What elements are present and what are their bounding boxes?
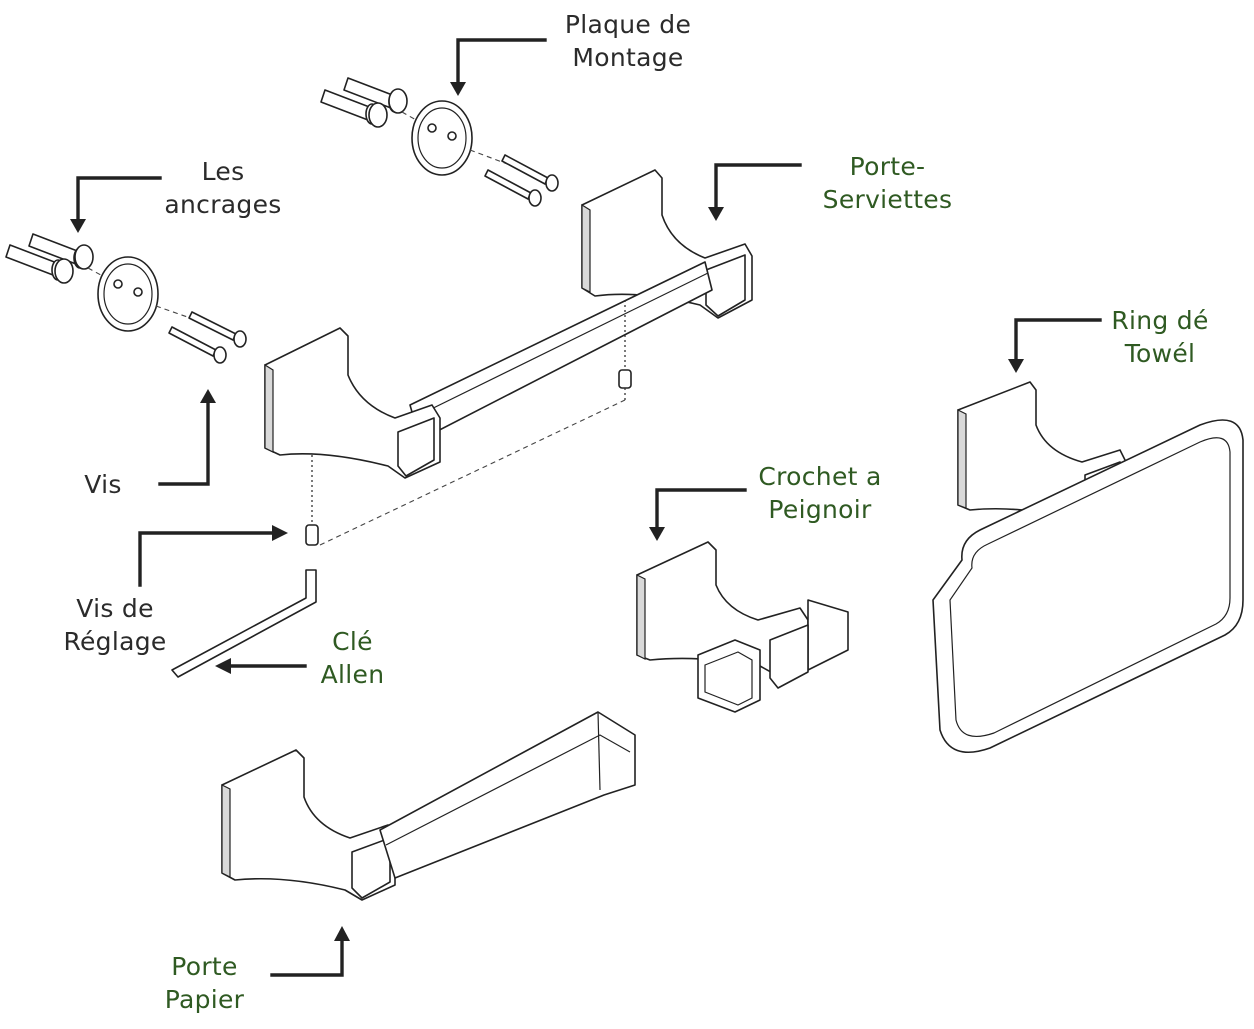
robe-hook: [636, 541, 849, 713]
washer-top-1: [368, 102, 388, 128]
washer-left-2: [74, 244, 94, 270]
label-vis-de-reglage: Vis de Réglage: [50, 592, 180, 658]
label-crochet-line2: Peignoir: [768, 495, 872, 524]
mounting-plate-left: [97, 256, 159, 332]
label-cle-line1: Clé: [332, 627, 373, 656]
washer-top-2: [388, 88, 408, 114]
towel-bar-bracket-left: [264, 327, 441, 479]
label-les-ancrages: Les ancrages: [148, 155, 298, 221]
label-porte-serviettes-line1: Porte-: [849, 152, 926, 181]
label-ring-line2: Towél: [1124, 339, 1196, 368]
set-screw-right: [618, 369, 632, 389]
mounting-plate-top: [411, 100, 473, 176]
mounting-kit-top: [320, 77, 559, 207]
label-ring-line1: Ring dé: [1111, 306, 1209, 335]
mounting-kit-left: [5, 233, 247, 364]
screw-left-1: [188, 311, 247, 348]
label-ancrages-line2: ancrages: [164, 190, 282, 219]
leader-porte-serviettes: [714, 163, 802, 212]
leader-ring: [1014, 318, 1102, 364]
label-plaque-line2: Montage: [572, 43, 684, 72]
label-porte-papier: Porte Papier: [152, 950, 257, 1016]
label-crochet-a-peignoir: Crochet a Peignoir: [745, 460, 895, 526]
screw-left-2: [168, 326, 227, 364]
label-reglage-line2: Réglage: [63, 627, 167, 656]
paper-holder: [221, 711, 636, 901]
towel-bar: [264, 169, 753, 546]
leader-ancrages: [76, 176, 162, 224]
leader-porte-papier: [270, 936, 344, 977]
label-reglage-line1: Vis de: [76, 594, 154, 623]
towel-ring: [932, 381, 1244, 754]
label-vis-text: Vis: [84, 470, 122, 499]
label-ancrages-line1: Les: [201, 157, 245, 186]
towel-bar-rod: [409, 261, 713, 441]
label-cle-allen: Clé Allen: [310, 625, 395, 691]
label-porte-papier-line1: Porte: [171, 952, 238, 981]
leader-crochet: [655, 488, 747, 532]
label-plaque-line1: Plaque de: [564, 10, 692, 39]
label-porte-serviettes-line2: Serviettes: [822, 185, 953, 214]
label-plaque-de-montage: Plaque de Montage: [548, 8, 708, 74]
washer-left-1: [54, 258, 74, 284]
label-vis: Vis: [78, 468, 128, 501]
label-cle-line2: Allen: [320, 660, 385, 689]
screw-top-1: [501, 154, 559, 192]
allen-key: [171, 569, 317, 678]
label-porte-serviettes: Porte- Serviettes: [810, 150, 965, 216]
label-porte-papier-line2: Papier: [164, 985, 245, 1014]
leader-vis: [158, 398, 210, 486]
label-ring-de-towel: Ring dé Towél: [1095, 304, 1225, 370]
leader-plaque: [456, 38, 547, 87]
screw-top-2: [484, 169, 542, 207]
label-crochet-line1: Crochet a: [758, 462, 882, 491]
set-screw-left: [305, 524, 319, 546]
leader-vis-reglage: [138, 531, 277, 587]
